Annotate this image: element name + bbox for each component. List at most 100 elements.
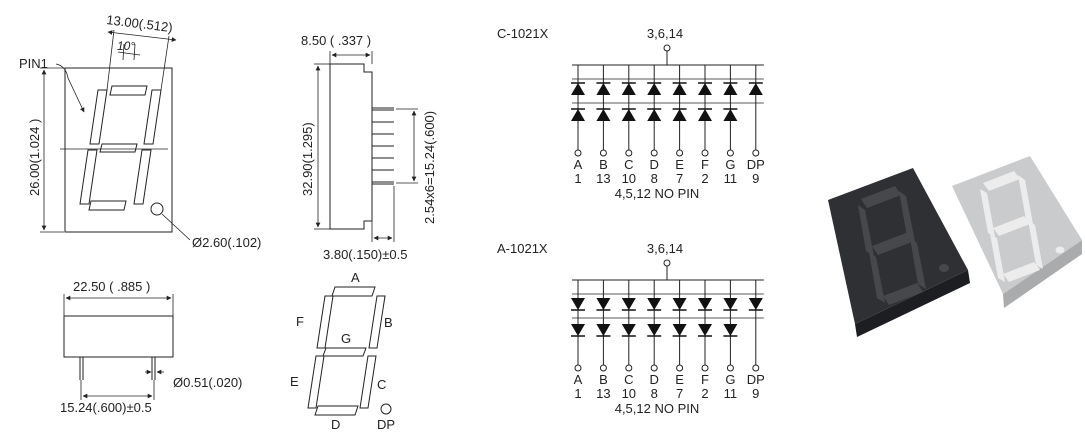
circuit-diode-c-1 <box>621 83 636 95</box>
front-seg-e <box>79 149 98 205</box>
side-offset-label: 3.80(.150)±0.5 <box>323 247 407 262</box>
circuit-diode-d-2 <box>647 109 662 121</box>
map-seg-a <box>331 286 376 297</box>
product-photo <box>828 156 1082 337</box>
circuit-diode-e-1 <box>672 298 687 310</box>
circuit-pin-label-g: 11 <box>724 171 738 186</box>
front-ext-left <box>106 29 115 91</box>
circuit-pin-label-d: 8 <box>651 171 658 186</box>
map-seg-e <box>307 355 325 409</box>
circuit-pin-circle-f <box>701 364 709 372</box>
front-dp-dot <box>150 202 164 216</box>
front-ext-right <box>160 35 170 91</box>
front-digit <box>79 85 164 216</box>
bottom-body-outline <box>63 315 174 358</box>
circuit-pin-circle-g <box>726 149 734 157</box>
front-view: 13.00(.512) 10° PIN1 26.00(1.024 ) Ø2.60… <box>19 12 261 250</box>
map-seg-d <box>314 405 359 416</box>
circuit-diode-g-1 <box>723 83 738 95</box>
dp-dia-leader <box>161 213 191 241</box>
map-seg-b <box>368 295 386 349</box>
front-width-dim <box>107 30 177 42</box>
circuit-pin-label-g: 11 <box>724 386 738 401</box>
circuit-pin-circle-d <box>650 364 658 372</box>
photo-dark-segments <box>858 186 926 305</box>
circuit-pin-label-dp: 9 <box>752 386 759 401</box>
circuit-pin-circle-c <box>625 364 633 372</box>
map-label-f: F <box>296 314 304 329</box>
circuit-diode-g-1 <box>723 298 738 310</box>
circuit-no-pin-note: 4,5,12 NO PIN <box>615 401 700 416</box>
circuit-seg-label-a: A <box>574 372 583 387</box>
bottom-spacing-label: 15.24(.600)±0.5 <box>60 400 152 415</box>
circuit-pin-circle-a <box>574 364 582 372</box>
circuit-diode-b-1 <box>596 298 611 310</box>
photo-light-side <box>1003 240 1082 308</box>
circuit-diode-g-2 <box>723 109 738 121</box>
circuit-pin-circle-b <box>599 149 607 157</box>
circuit-seg-label-c: C <box>624 157 633 172</box>
circuit-seg-label-c: C <box>624 372 633 387</box>
circuit-pin-circle-b <box>599 364 607 372</box>
map-seg-f <box>316 295 334 349</box>
circuit-seg-label-f: F <box>701 372 709 387</box>
circuit-diode-a-2 <box>571 324 585 336</box>
circuit-diode-g-2 <box>723 324 738 336</box>
circuit-diode-a-2 <box>571 109 585 121</box>
circuit-diode-d-1 <box>647 83 662 95</box>
photo-dark-module <box>828 168 970 337</box>
circuit-seg-label-e: E <box>675 157 684 172</box>
front-angle-label: 10° <box>117 39 135 53</box>
photo-light-dp <box>1055 246 1065 254</box>
side-body-outline <box>329 63 373 230</box>
map-label-dp: DP <box>377 417 395 432</box>
circuit-pin-label-e: 7 <box>676 171 683 186</box>
map-label-a: A <box>351 270 360 285</box>
circuit-pin-label-e: 7 <box>676 386 683 401</box>
photo-dark-dp <box>939 264 949 272</box>
circuit-diode-c-1 <box>621 298 636 310</box>
circuit-seg-label-dp: DP <box>747 157 765 172</box>
circuit-seg-label-a: A <box>574 157 583 172</box>
circuit-diode-a-1 <box>571 298 585 310</box>
front-height-label: 26.00(1.024 ) <box>27 119 42 196</box>
circuit-title: A-1021X <box>497 241 548 256</box>
front-body-outline <box>64 67 173 233</box>
map-seg-g <box>322 347 367 357</box>
circuit-diode-b-2 <box>596 109 611 121</box>
circuit-pin-circle-g <box>726 364 734 372</box>
circuit-common-pin-circle <box>663 259 671 267</box>
circuit-pin-circle-dp <box>752 364 760 372</box>
front-seg-g <box>99 143 138 153</box>
circuit-pin-circle-dp <box>752 149 760 157</box>
circuit-pin-circle-d <box>650 149 658 157</box>
circuit-pin-circle-c <box>625 149 633 157</box>
circuit-seg-label-g: G <box>725 157 735 172</box>
circuit-seg-label-b: B <box>599 372 608 387</box>
pin1-label: PIN1 <box>19 56 48 71</box>
front-width-label: 13.00(.512) <box>106 12 174 35</box>
circuit-pin-label-a: 1 <box>574 386 581 401</box>
segment-map: A B C D E F G DP <box>290 270 395 432</box>
circuit-seg-label-e: E <box>675 372 684 387</box>
circuit-pin-label-f: 2 <box>701 386 708 401</box>
circuit-diode-b-2 <box>596 324 611 336</box>
map-label-d: D <box>331 417 340 432</box>
dp-dia-label: Ø2.60(.102) <box>192 235 261 250</box>
circuit-diode-c-2 <box>621 109 636 121</box>
circuit-common-pin-circle <box>663 44 671 52</box>
front-seg-d <box>88 200 127 211</box>
circuit-pin-label-f: 2 <box>701 171 708 186</box>
circuit-diode-b-1 <box>596 83 611 95</box>
map-label-g: G <box>341 331 351 346</box>
bottom-pindia-label: Ø0.51(.020) <box>173 375 242 390</box>
circuit-diode-c-2 <box>621 324 636 336</box>
circuit-diode-f-2 <box>698 324 712 336</box>
circuit-diode-f-1 <box>698 298 712 310</box>
circuit-diode-d-2 <box>647 324 662 336</box>
circuit-pin-label-c: 10 <box>622 386 636 401</box>
front-seg-c <box>133 149 152 205</box>
